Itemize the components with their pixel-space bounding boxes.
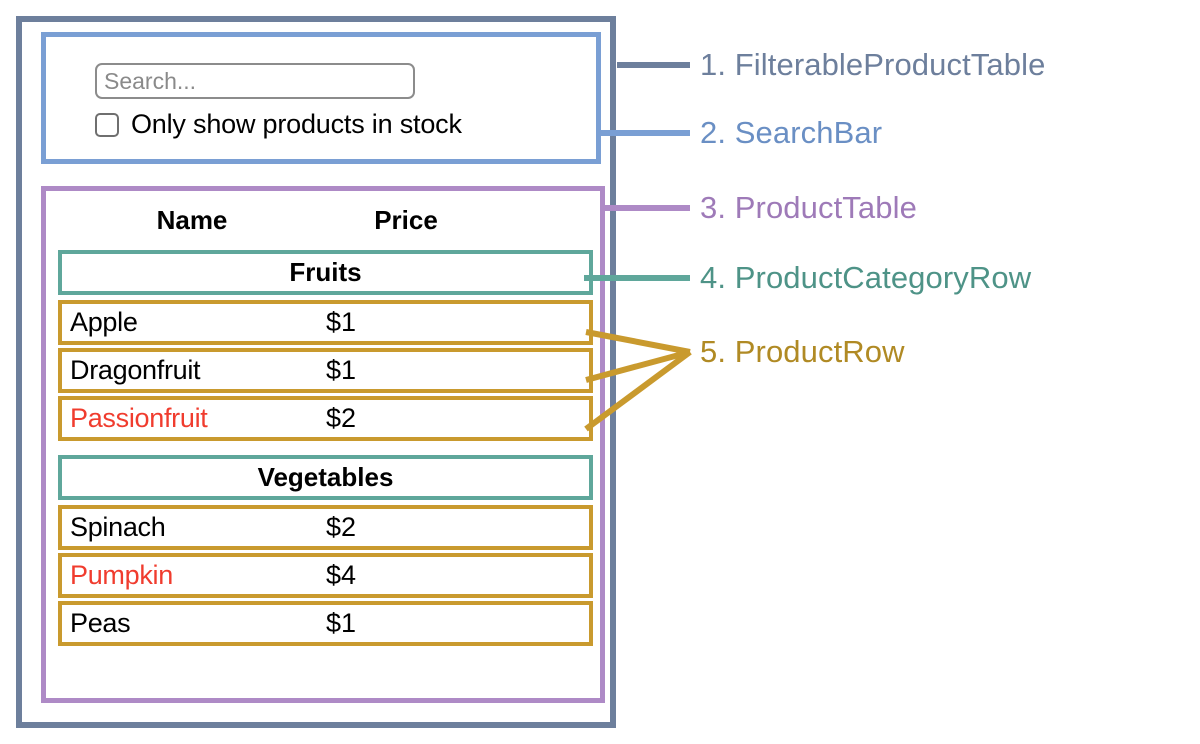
product-row: Spinach $2 <box>58 505 593 550</box>
product-price: $2 <box>326 403 357 433</box>
in-stock-checkbox[interactable] <box>95 112 119 137</box>
product-category-row-label: Fruits <box>289 257 362 287</box>
annotation-label-product-row: 5. ProductRow <box>700 334 905 369</box>
product-price: $1 <box>326 307 357 337</box>
product-price: $1 <box>326 355 357 385</box>
product-name: Pumpkin <box>70 560 173 590</box>
product-row: Passionfruit $2 <box>58 396 593 441</box>
product-category-row-fruits: Fruits <box>58 250 593 295</box>
product-row: Apple $1 <box>58 300 593 345</box>
search-input[interactable] <box>95 63 415 99</box>
product-name: Passionfruit <box>70 403 208 433</box>
product-row: Pumpkin $4 <box>58 553 593 598</box>
product-row: Peas $1 <box>58 601 593 646</box>
product-price: $4 <box>326 560 357 590</box>
product-name: Apple <box>70 307 138 337</box>
product-price: $2 <box>326 512 357 542</box>
product-category-row-vegetables: Vegetables <box>58 455 593 500</box>
product-table-header-row: Name Price <box>58 197 593 244</box>
product-row: Dragonfruit $1 <box>58 348 593 393</box>
in-stock-filter[interactable]: Only show products in stock <box>95 109 462 140</box>
product-name: Peas <box>70 608 131 638</box>
annotation-label-product-table: 3. ProductTable <box>700 190 917 225</box>
product-name: Dragonfruit <box>70 355 201 385</box>
product-price: $1 <box>326 608 357 638</box>
in-stock-checkbox-label: Only show products in stock <box>131 109 462 139</box>
product-table-inner: Name Price Fruits Apple $1 Dragonfruit $… <box>58 197 593 646</box>
annotation-label-filterable-product-table: 1. FilterableProductTable <box>700 47 1046 82</box>
product-name: Spinach <box>70 512 166 542</box>
column-header-price: Price <box>374 205 438 235</box>
product-category-row-label: Vegetables <box>257 462 394 492</box>
product-table: Name Price Fruits Apple $1 Dragonfruit $… <box>41 186 605 703</box>
annotation-label-search-bar: 2. SearchBar <box>700 115 883 150</box>
annotation-label-product-category-row: 4. ProductCategoryRow <box>700 260 1032 295</box>
column-header-name: Name <box>156 205 228 235</box>
search-bar: Only show products in stock <box>41 32 601 164</box>
